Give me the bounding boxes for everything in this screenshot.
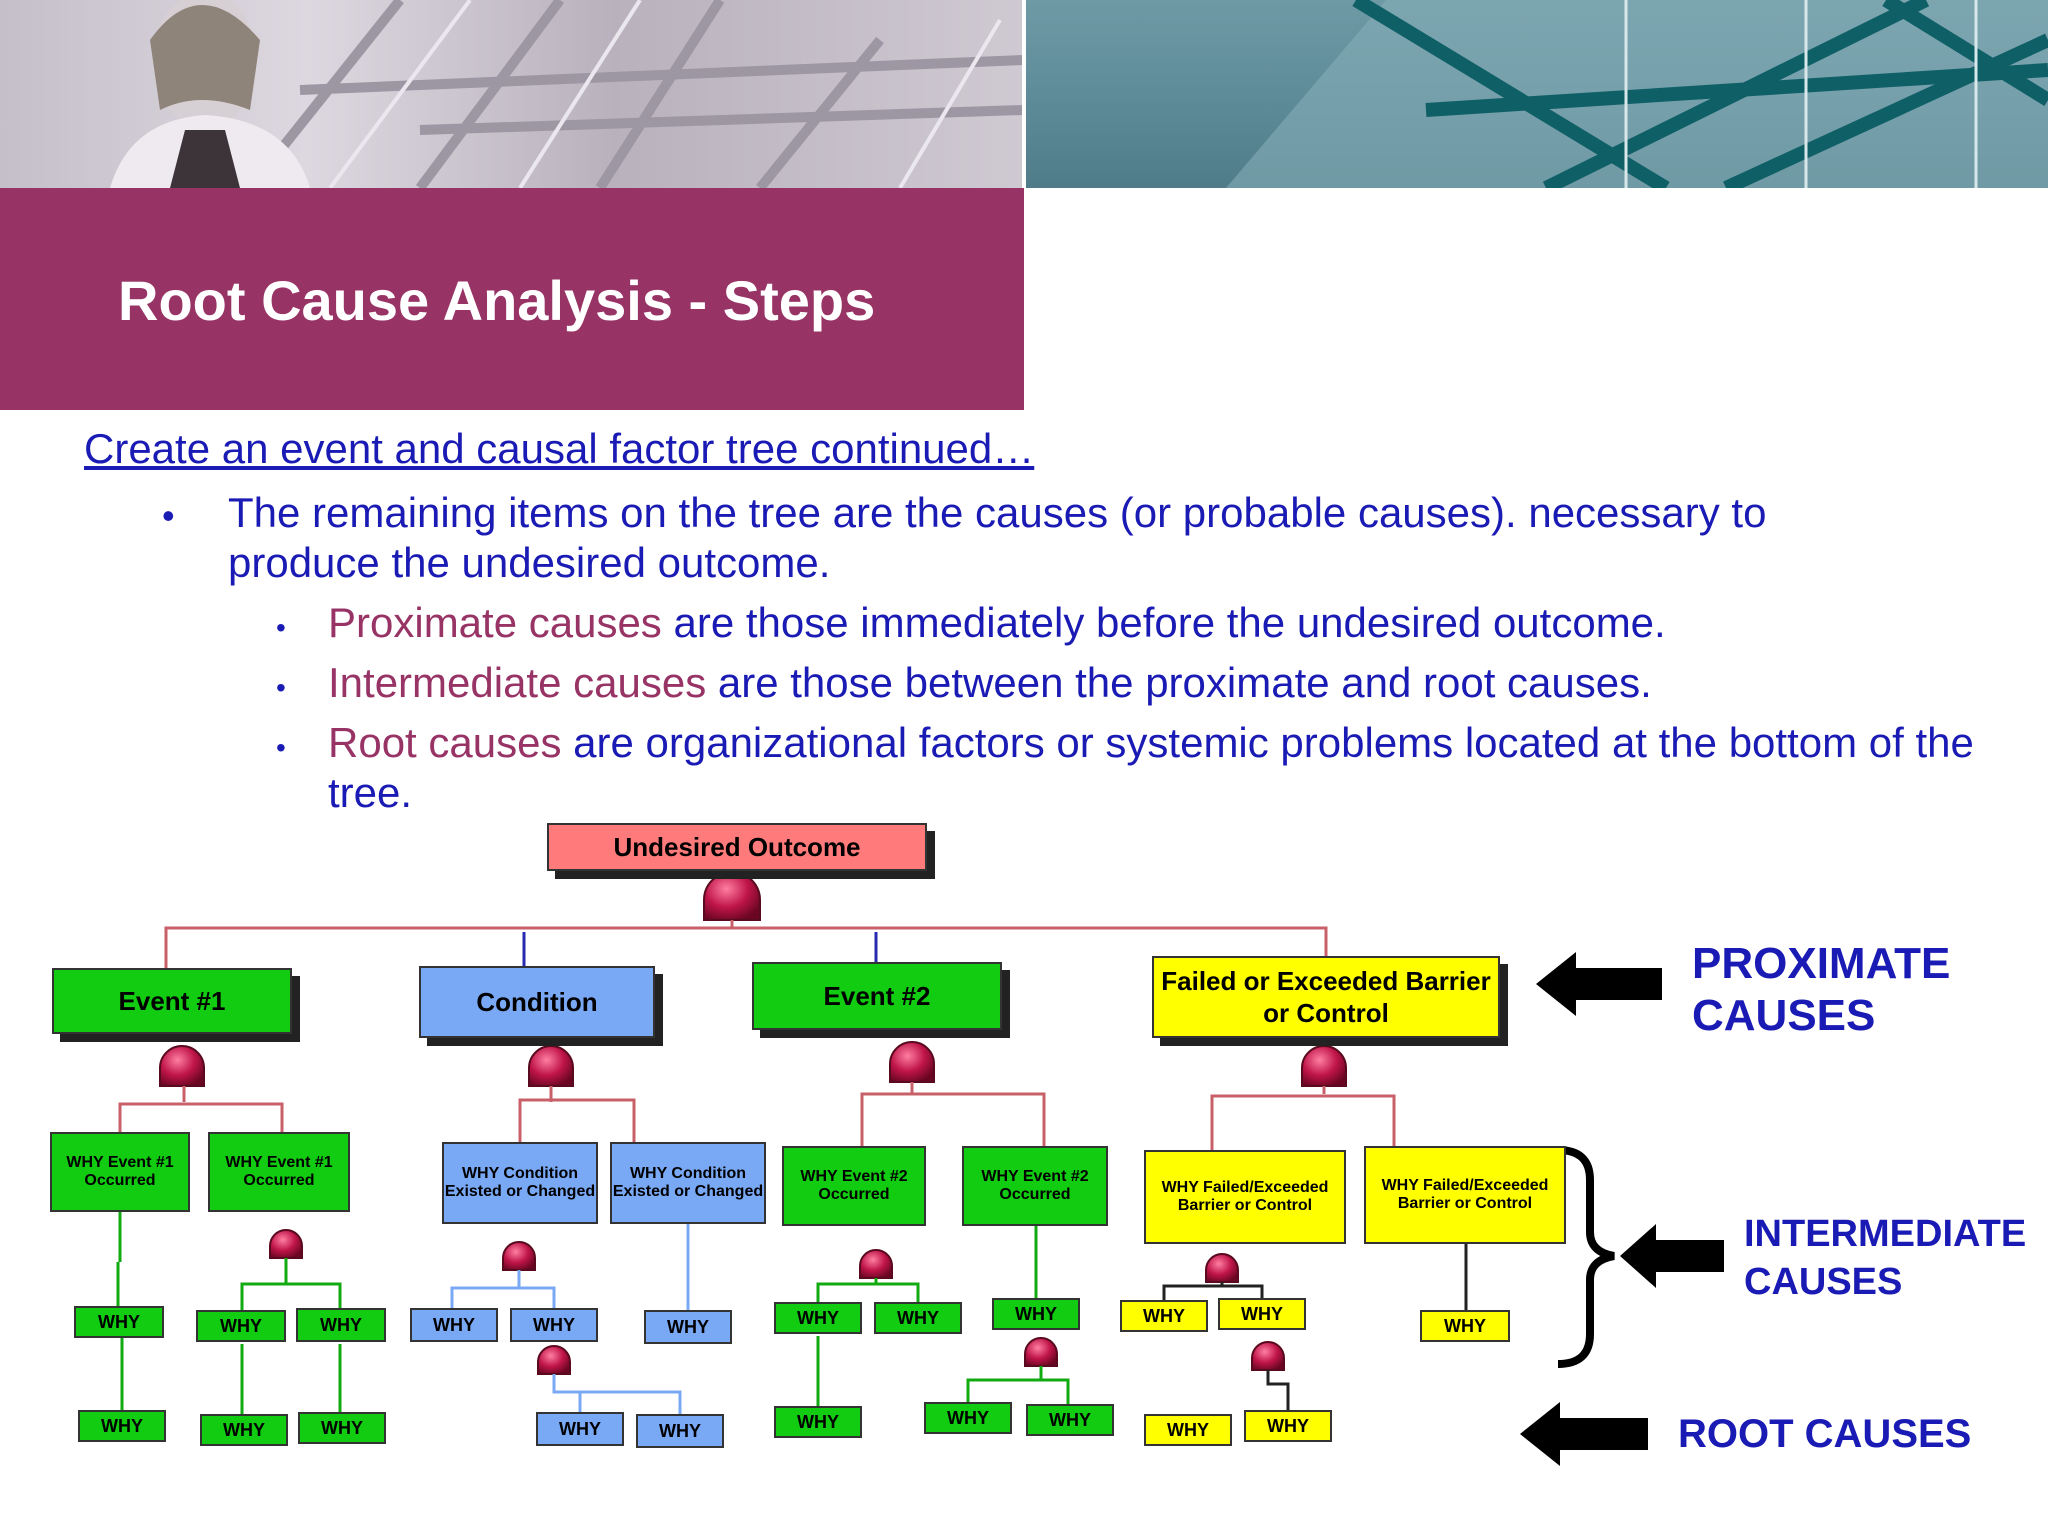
sub-bullet-proximate: Proximate causes are those immediately b… xyxy=(328,598,1666,648)
node-why-event-2-a: WHY Event #2 Occurred xyxy=(782,1146,926,1226)
arrow-left-icon xyxy=(1536,952,1662,1016)
banner-photo-right-graphic xyxy=(1226,0,2048,188)
label-proximate-causes: PROXIMATE CAUSES xyxy=(1692,939,1951,1040)
node-why: WHY xyxy=(874,1302,962,1334)
node-why-event-1-b: WHY Event #1 Occurred xyxy=(208,1132,350,1212)
node-why: WHY xyxy=(298,1412,386,1444)
node-why: WHY xyxy=(296,1308,386,1342)
sub-bullet-dot: • xyxy=(276,612,286,643)
gate-icon xyxy=(159,1045,205,1087)
gate-symbols xyxy=(159,871,1347,1375)
node-why: WHY xyxy=(992,1298,1080,1330)
node-why-condition-b: WHY Condition Existed or Changed xyxy=(610,1142,766,1224)
node-why: WHY xyxy=(74,1306,164,1338)
banner-photo-left xyxy=(0,0,1022,188)
node-why: WHY xyxy=(410,1308,498,1342)
term-root: Root causes xyxy=(328,719,562,766)
desc-intermediate: are those between the proximate and root… xyxy=(706,659,1652,706)
page-title: Root Cause Analysis - Steps xyxy=(118,269,876,332)
node-why: WHY xyxy=(536,1412,624,1446)
node-why: WHY xyxy=(196,1310,286,1342)
sub-bullet-intermediate: Intermediate causes are those between th… xyxy=(328,658,1652,708)
label-intermediate-causes: INTERMEDIATE CAUSES xyxy=(1744,1213,2027,1303)
gate-icon xyxy=(528,1045,574,1087)
brace-icon xyxy=(1557,1146,1615,1368)
node-why-event-2-b: WHY Event #2 Occurred xyxy=(962,1146,1108,1226)
banner-photo-right xyxy=(1026,0,2048,188)
node-event-1: Event #1 xyxy=(52,968,292,1034)
gate-icon xyxy=(537,1345,571,1375)
bullet-dot: • xyxy=(162,495,175,536)
node-undesired-outcome: Undesired Outcome xyxy=(547,823,927,871)
arrows xyxy=(1520,952,1724,1466)
node-why: WHY xyxy=(924,1402,1012,1434)
node-why: WHY xyxy=(510,1308,598,1342)
gate-icon xyxy=(1251,1341,1285,1371)
node-why: WHY xyxy=(774,1406,862,1438)
gate-icon xyxy=(859,1249,893,1279)
banner-photo-left-graphic xyxy=(110,0,1022,188)
sub-bullet-dot: • xyxy=(276,732,286,763)
sub-bullet-root: Root causes are organizational factors o… xyxy=(328,718,2008,818)
gate-icon xyxy=(889,1041,935,1083)
tree-lines xyxy=(116,920,1468,1414)
node-why: WHY xyxy=(78,1410,166,1442)
arrow-left-icon xyxy=(1520,1402,1648,1466)
node-why: WHY xyxy=(636,1414,724,1448)
node-why-barrier-a: WHY Failed/Exceeded Barrier or Control xyxy=(1144,1150,1346,1244)
arrow-left-icon xyxy=(1620,1224,1724,1288)
node-why-condition-a: WHY Condition Existed or Changed xyxy=(442,1142,598,1224)
node-event-2: Event #2 xyxy=(752,962,1002,1030)
node-condition: Condition xyxy=(419,966,655,1038)
node-failed-barrier: Failed or Exceeded Barrier or Control xyxy=(1152,956,1500,1038)
gate-icon xyxy=(1301,1045,1347,1087)
gate-icon xyxy=(703,871,761,921)
intro-link[interactable]: Create an event and causal factor tree c… xyxy=(84,425,1035,472)
gate-icon xyxy=(1205,1253,1239,1283)
bullet-main-text: The remaining items on the tree are the … xyxy=(228,489,1767,586)
desc-root: are organizational factors or systemic p… xyxy=(328,719,1974,816)
sub-bullet-dot: • xyxy=(276,672,286,703)
node-why: WHY xyxy=(1420,1310,1510,1342)
node-why-barrier-b: WHY Failed/Exceeded Barrier or Control xyxy=(1364,1146,1566,1244)
term-intermediate: Intermediate causes xyxy=(328,659,707,706)
title-band xyxy=(0,188,1024,410)
desc-proximate: are those immediately before the undesir… xyxy=(661,599,1666,646)
node-why: WHY xyxy=(1244,1410,1332,1442)
node-why-event-1-a: WHY Event #1 Occurred xyxy=(50,1132,190,1212)
gate-icon xyxy=(502,1241,536,1271)
gate-icon xyxy=(269,1229,303,1259)
node-why: WHY xyxy=(1218,1298,1306,1330)
node-why: WHY xyxy=(644,1310,732,1344)
gate-icon xyxy=(1024,1337,1058,1367)
node-why: WHY xyxy=(1144,1414,1232,1446)
node-why: WHY xyxy=(1120,1300,1208,1332)
label-root-causes: ROOT CAUSES xyxy=(1678,1412,1972,1456)
node-why: WHY xyxy=(774,1302,862,1334)
node-why: WHY xyxy=(200,1414,288,1446)
node-why: WHY xyxy=(1026,1404,1114,1436)
term-proximate: Proximate causes xyxy=(328,599,662,646)
